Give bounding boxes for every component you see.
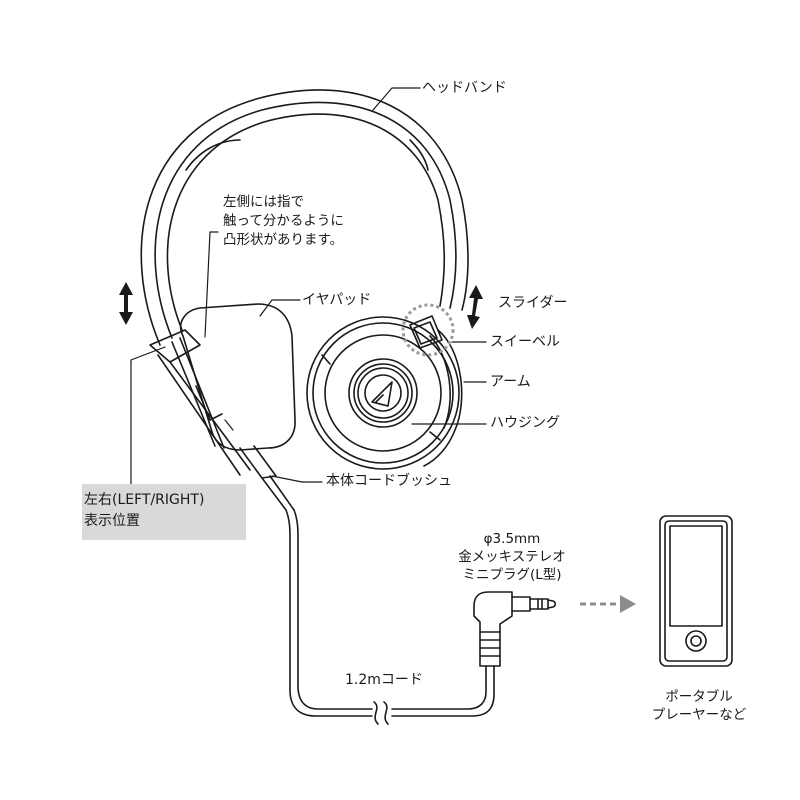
note-line-2: 触って分かるように (223, 213, 344, 229)
label-headband: ヘッドバンド (422, 80, 507, 96)
label-arm: アーム (490, 374, 531, 390)
note-line-3: 凸形状があります。 (223, 232, 344, 248)
right-housing (306, 316, 460, 470)
left-earpad (171, 303, 296, 451)
right-swivel (409, 315, 443, 349)
leader-lines (130, 87, 487, 485)
device-line-1: ポータブル (665, 689, 733, 705)
note-line-1: 左側には指で (223, 194, 304, 210)
left-side-note: 左側には指で 触って分かるように 凸形状があります。 (223, 193, 344, 250)
connect-arrow-icon (580, 595, 636, 613)
label-cord-bushing: 本体コードブッシュ (326, 473, 452, 489)
headband (140, 89, 469, 346)
slider-adjust-arrow-right (467, 285, 483, 329)
label-swivel: スイーベル (490, 334, 560, 350)
cord (285, 509, 495, 725)
portable-player-icon (659, 515, 733, 667)
lr-line-2: 表示位置 (84, 513, 140, 529)
plug-line-1: φ3.5mm (483, 531, 541, 547)
label-housing: ハウジング (490, 415, 560, 431)
l-plug (473, 591, 557, 667)
label-cord: 1.2mコード (345, 672, 423, 688)
brand-logo-icon (371, 381, 393, 407)
swivel-highlight-circle (401, 303, 455, 357)
plug-line-3: ミニプラグ(L型) (462, 567, 562, 583)
left-cord-bushing (239, 445, 295, 511)
label-earpad: イヤパッド (302, 292, 372, 308)
left-slider (149, 329, 251, 476)
device-label: ポータブル プレーヤーなど (636, 688, 762, 724)
label-slider: スライダー (498, 295, 568, 311)
lr-line-1: 左右(LEFT/RIGHT) (84, 492, 205, 508)
plug-label: φ3.5mm 金メッキステレオ ミニプラグ(L型) (438, 530, 586, 584)
device-line-2: プレーヤーなど (651, 707, 747, 723)
plug-line-2: 金メッキステレオ (458, 549, 566, 565)
right-arm (321, 329, 463, 467)
slider-adjust-arrow-left (119, 282, 133, 325)
lr-indicator-box: 左右(LEFT/RIGHT) 表示位置 (82, 484, 246, 540)
